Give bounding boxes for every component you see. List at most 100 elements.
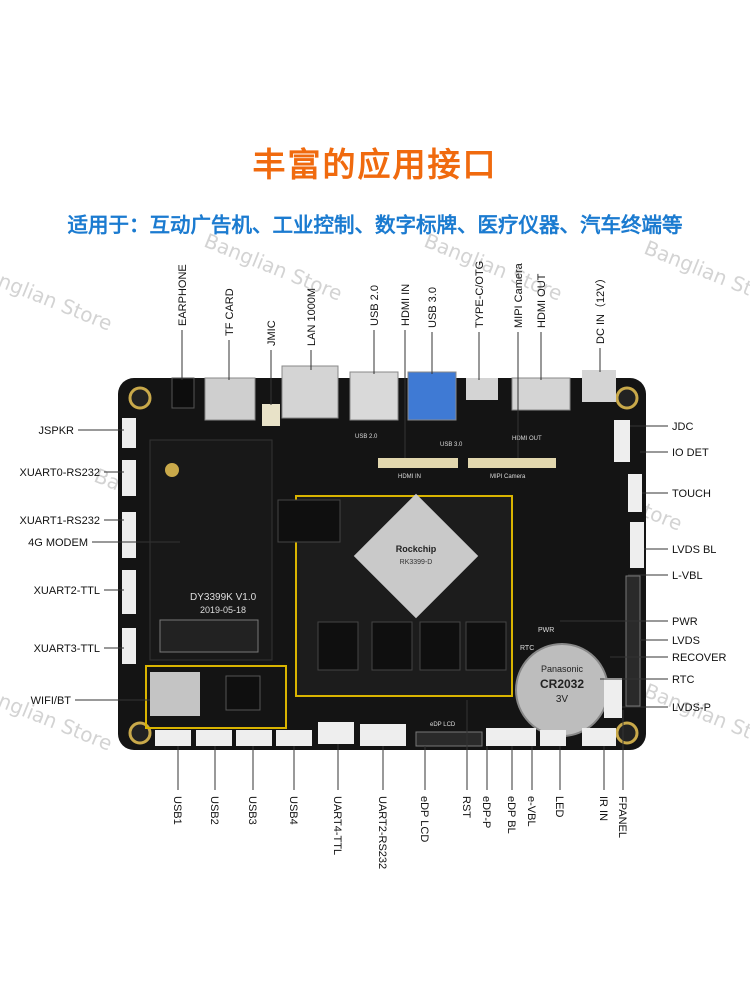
label-lan: LAN 1000M	[306, 288, 318, 346]
lan-port	[281, 365, 339, 419]
label-usb30: USB 3.0	[427, 287, 439, 328]
uart4-connector	[318, 722, 354, 744]
lvds-bl-connector	[630, 522, 644, 568]
label-edp-p: eDP-P	[480, 796, 492, 828]
right-labels: JDC IO DET TOUCH LVDS BL L-VBL PWR LVDS …	[672, 421, 726, 714]
label-usb2: USB2	[208, 796, 220, 825]
label-l-vbl: L-VBL	[672, 570, 703, 582]
label-usb4: USB4	[287, 796, 299, 825]
label-usb20: USB 2.0	[369, 285, 381, 326]
label-jmic: JMIC	[266, 320, 278, 346]
uart2-connector	[122, 570, 136, 614]
silk-mipi-camera: MIPI Camera	[490, 474, 526, 480]
battery-brand: Panasonic	[541, 664, 584, 674]
soc-chip	[353, 493, 479, 619]
left-labels: JSPKR XUART0-RS232 XUART1-RS232 4G MODEM…	[20, 425, 101, 707]
top-labels: EARPHONE TF CARD JMIC LAN 1000M USB 2.0 …	[177, 261, 607, 346]
label-xuart2: XUART2-TTL	[34, 585, 100, 597]
usb-hub-chip	[225, 675, 261, 711]
silk-pwr: PWR	[538, 627, 554, 634]
label-usb3: USB3	[246, 796, 258, 825]
wifi-chip	[150, 672, 200, 716]
label-type-c: TYPE-C/OTG	[474, 261, 486, 328]
uart1-connector	[122, 512, 136, 558]
jdc-connector	[614, 420, 630, 462]
lvds-p-connector	[604, 678, 622, 718]
earphone-jack	[171, 377, 195, 409]
label-rtc: RTC	[672, 674, 694, 686]
ram-chip	[465, 621, 507, 671]
edp-lcd-header	[415, 731, 483, 747]
label-xuart1: XUART1-RS232	[20, 515, 101, 527]
mini-pcie-slot	[159, 619, 259, 653]
ir-connector	[582, 728, 616, 746]
label-wifi-bt: WIFI/BT	[31, 695, 72, 707]
page-title: 丰富的应用接口	[252, 145, 498, 184]
label-edp-lcd: eDP LCD	[418, 796, 430, 842]
mount-hole	[615, 721, 639, 745]
ram-chip	[317, 621, 359, 671]
mount-hole	[128, 386, 152, 410]
label-recover: RECOVER	[672, 652, 726, 664]
jspkr-connector	[122, 418, 136, 448]
usb30-port	[407, 371, 457, 421]
label-usb1: USB1	[171, 796, 183, 825]
tf-card-slot	[204, 377, 256, 421]
label-io-det: IO DET	[672, 447, 709, 459]
leader-lines	[75, 330, 668, 790]
label-tf-card: TF CARD	[224, 288, 236, 336]
label-lvds-p: LVDS-P	[672, 702, 711, 714]
silk-usb30: USB 3.0	[440, 442, 463, 448]
lvds-header	[625, 575, 641, 707]
label-xuart0: XUART0-RS232	[20, 467, 101, 479]
silk-rtc: RTC	[520, 645, 534, 652]
jmic-connector	[262, 404, 280, 426]
uart3-connector	[122, 628, 136, 664]
label-hdmi-out: HDMI OUT	[536, 273, 548, 328]
label-dc-in: DC IN（12V）	[594, 272, 607, 344]
mount-hole	[615, 386, 639, 410]
label-e-vbl: e-VBL	[525, 796, 537, 827]
bottom-labels: USB1 USB2 USB3 USB4 UART4-TTL UART2-RS23…	[171, 796, 628, 869]
mipi-camera-fpc	[468, 458, 556, 468]
label-touch: TOUCH	[672, 488, 711, 500]
emmc-chip	[277, 499, 341, 543]
usb20-port	[349, 371, 399, 421]
label-lvds: LVDS	[672, 635, 700, 647]
usb4-connector	[276, 730, 312, 746]
label-rst: RST	[460, 796, 472, 818]
usb2-connector	[196, 730, 232, 746]
screw-post	[165, 463, 179, 477]
label-jdc: JDC	[672, 421, 693, 433]
uart2-rs232-connector	[360, 724, 406, 746]
ram-chip	[419, 621, 461, 671]
label-mipi-camera: MIPI Camera	[513, 262, 525, 328]
chip-brand: Rockchip	[396, 544, 437, 554]
label-jspkr: JSPKR	[39, 425, 75, 437]
battery-voltage: 3V	[556, 694, 569, 705]
label-xuart3: XUART3-TTL	[34, 643, 100, 655]
hdmi-out-port	[511, 377, 571, 411]
chip-model: RK3399-D	[400, 559, 433, 566]
wifi-module-area	[145, 665, 287, 729]
silk-hdmi-in: HDMI IN	[398, 474, 421, 480]
label-ir-in: IR IN	[597, 796, 609, 821]
label-hdmi-in: HDMI IN	[400, 284, 412, 326]
page-subtitle: 适用于：互动广告机、工业控制、数字标牌、医疗仪器、汽车终端等	[67, 213, 683, 237]
touch-connector	[628, 474, 642, 512]
label-led: LED	[553, 796, 565, 817]
dc-in-jack	[582, 370, 616, 402]
board-date: 2019-05-18	[200, 605, 246, 615]
led-connector	[540, 730, 566, 746]
usb1-connector	[155, 730, 191, 746]
label-uart2-rs232: UART2-RS232	[376, 796, 388, 869]
edp-connector	[486, 728, 536, 746]
label-lvds-bl: LVDS BL	[672, 544, 716, 556]
label-pwr: PWR	[672, 616, 698, 628]
silk-usb20: USB 2.0	[355, 434, 378, 440]
label-edp-bl: eDP BL	[505, 796, 517, 834]
type-c-port	[466, 378, 498, 400]
usb3-connector	[236, 730, 272, 746]
silk-hdmi-out: HDMI OUT	[512, 436, 542, 442]
